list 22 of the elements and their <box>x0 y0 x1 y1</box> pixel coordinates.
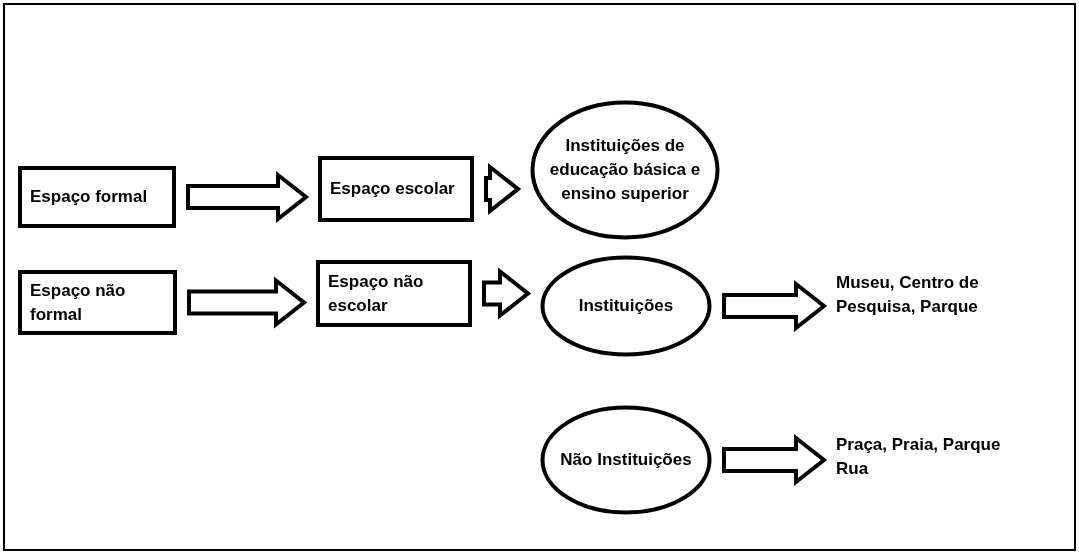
node-text: Espaço não formal <box>30 279 127 326</box>
process-box <box>18 270 177 335</box>
ellipse-node <box>540 405 712 515</box>
block-arrow <box>484 162 522 216</box>
block-arrow <box>186 170 310 224</box>
node-text: Espaço formal <box>30 186 148 208</box>
ellipse-node <box>540 255 712 357</box>
node-text: Museu, Centro de Pesquisa, Parque <box>836 272 980 318</box>
node-text: Não Instituições <box>560 449 692 471</box>
node-text: Espaço escolar <box>330 178 455 200</box>
process-box <box>316 260 472 327</box>
block-arrow <box>187 276 308 329</box>
block-arrow <box>722 433 828 487</box>
node-text: Espaço não escolar <box>328 270 425 317</box>
ellipse-node <box>530 100 720 240</box>
block-arrow <box>722 279 828 333</box>
process-box <box>18 166 176 228</box>
node-text: Instituições de educação básica e ensino superior <box>548 135 702 205</box>
block-arrow <box>482 267 532 320</box>
node-text: Praça, Praia, Parque Rua <box>836 434 1002 480</box>
node-text: Instituições <box>578 295 674 317</box>
process-box <box>318 156 474 222</box>
